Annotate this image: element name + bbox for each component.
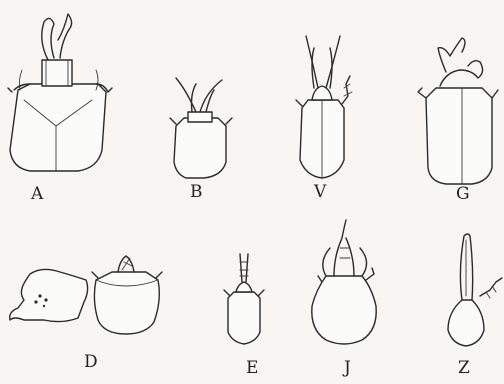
head-drawing-z <box>448 234 502 346</box>
head-drawing-d <box>10 256 162 334</box>
head-drawing-v <box>296 36 352 178</box>
figure-label-a: A <box>31 186 43 203</box>
figure-label-g: G <box>456 186 470 203</box>
figure-label-j: J <box>344 360 351 377</box>
figure-label-v: V <box>314 184 326 201</box>
figure-label-b: B <box>190 184 203 201</box>
figure-label-e: E <box>246 360 258 377</box>
head-drawing-a <box>8 14 112 171</box>
figure-label-z: Z <box>458 360 470 377</box>
head-drawing-e <box>224 254 264 344</box>
head-drawing-j <box>312 220 376 344</box>
figure-label-d: D <box>84 354 98 371</box>
head-drawing-b <box>170 78 232 178</box>
head-drawing-g <box>418 38 498 184</box>
